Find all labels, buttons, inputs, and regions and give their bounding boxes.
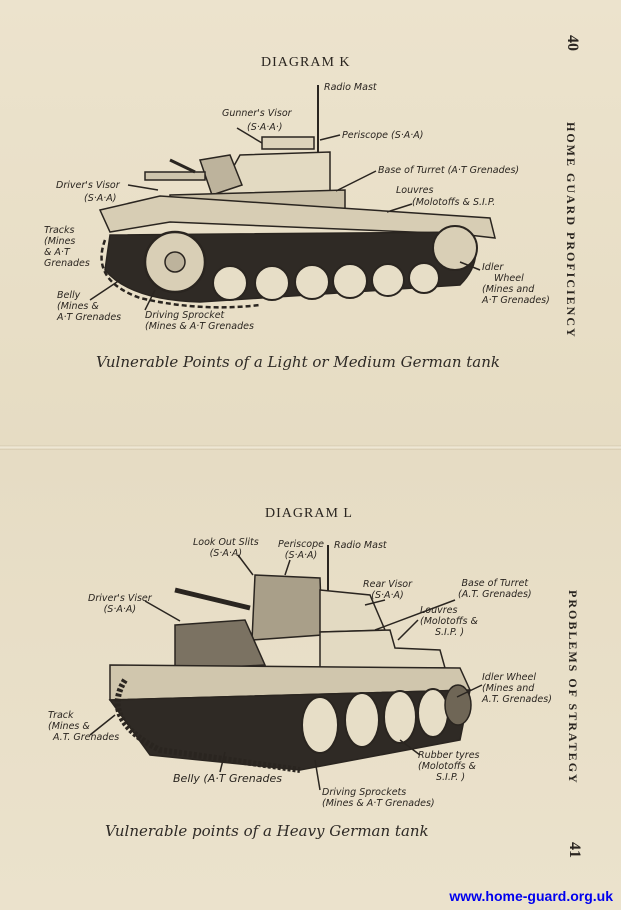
page-number-41: 41 [566, 842, 583, 858]
label-periscope-l: Periscope(S·A·A) [278, 539, 324, 561]
watermark-link[interactable]: www.home-guard.org.uk [449, 888, 613, 904]
label-drivers-visor-sub: (S·A·A) [84, 193, 117, 204]
label-periscope: Periscope (S·A·A) [342, 130, 424, 141]
label-drivers-visor: Driver's Visor [56, 180, 120, 191]
label-gunners-visor-sub: (S·A·A·) [247, 122, 283, 133]
label-rear-visor: Rear Visor(S·A·A) [363, 579, 412, 601]
label-louvres-l: Louvres(Molotoffs &S.I.P. ) [420, 605, 478, 638]
label-rubber-tyres: Rubber tyres(Molotoffs &S.I.P. ) [418, 750, 480, 783]
diagram-l-title: DIAGRAM L [265, 506, 353, 521]
label-louvres: Louvres [396, 185, 434, 196]
label-gunners-visor: Gunner's Visor [222, 108, 292, 119]
caption-diagram-k: Vulnerable Points of a Light or Medium G… [96, 353, 500, 371]
label-belly-l: Belly (A·T Grenades [173, 772, 282, 785]
label-radio-mast: Radio Mast [324, 82, 377, 93]
label-base-of-turret: Base of Turret (A·T Grenades) [378, 165, 520, 176]
label-driving-sprocket: Driving Sprocket(Mines & A·T Grenades [145, 310, 254, 332]
diagram-k-title: DIAGRAM K [261, 55, 351, 70]
label-base-of-turret-l: Base of Turret(A.T. Grenades) [458, 578, 532, 600]
label-belly: Belly(Mines &A·T Grenades [57, 290, 122, 323]
label-driving-sprockets: Driving Sprockets(Mines & A·T Grenades) [322, 787, 435, 809]
page-number-40: 40 [564, 35, 581, 51]
label-louvres-sub: (Molotoffs & S.I.P. [412, 197, 496, 208]
label-lookout-slits: Look Out Slits(S·A·A) [193, 537, 259, 559]
running-head-top: HOME GUARD PROFICIENCY [564, 122, 578, 339]
caption-diagram-l: Vulnerable points of a Heavy German tank [105, 822, 429, 840]
label-drivers-visor-l: Driver's Viser(S·A·A) [88, 593, 152, 615]
label-radio-mast-l: Radio Mast [334, 540, 387, 551]
page-fold-divider [0, 445, 621, 450]
label-track-l: Track(Mines &A.T. Grenades [48, 710, 120, 743]
running-head-bottom: PROBLEMS OF STRATEGY [566, 590, 580, 785]
